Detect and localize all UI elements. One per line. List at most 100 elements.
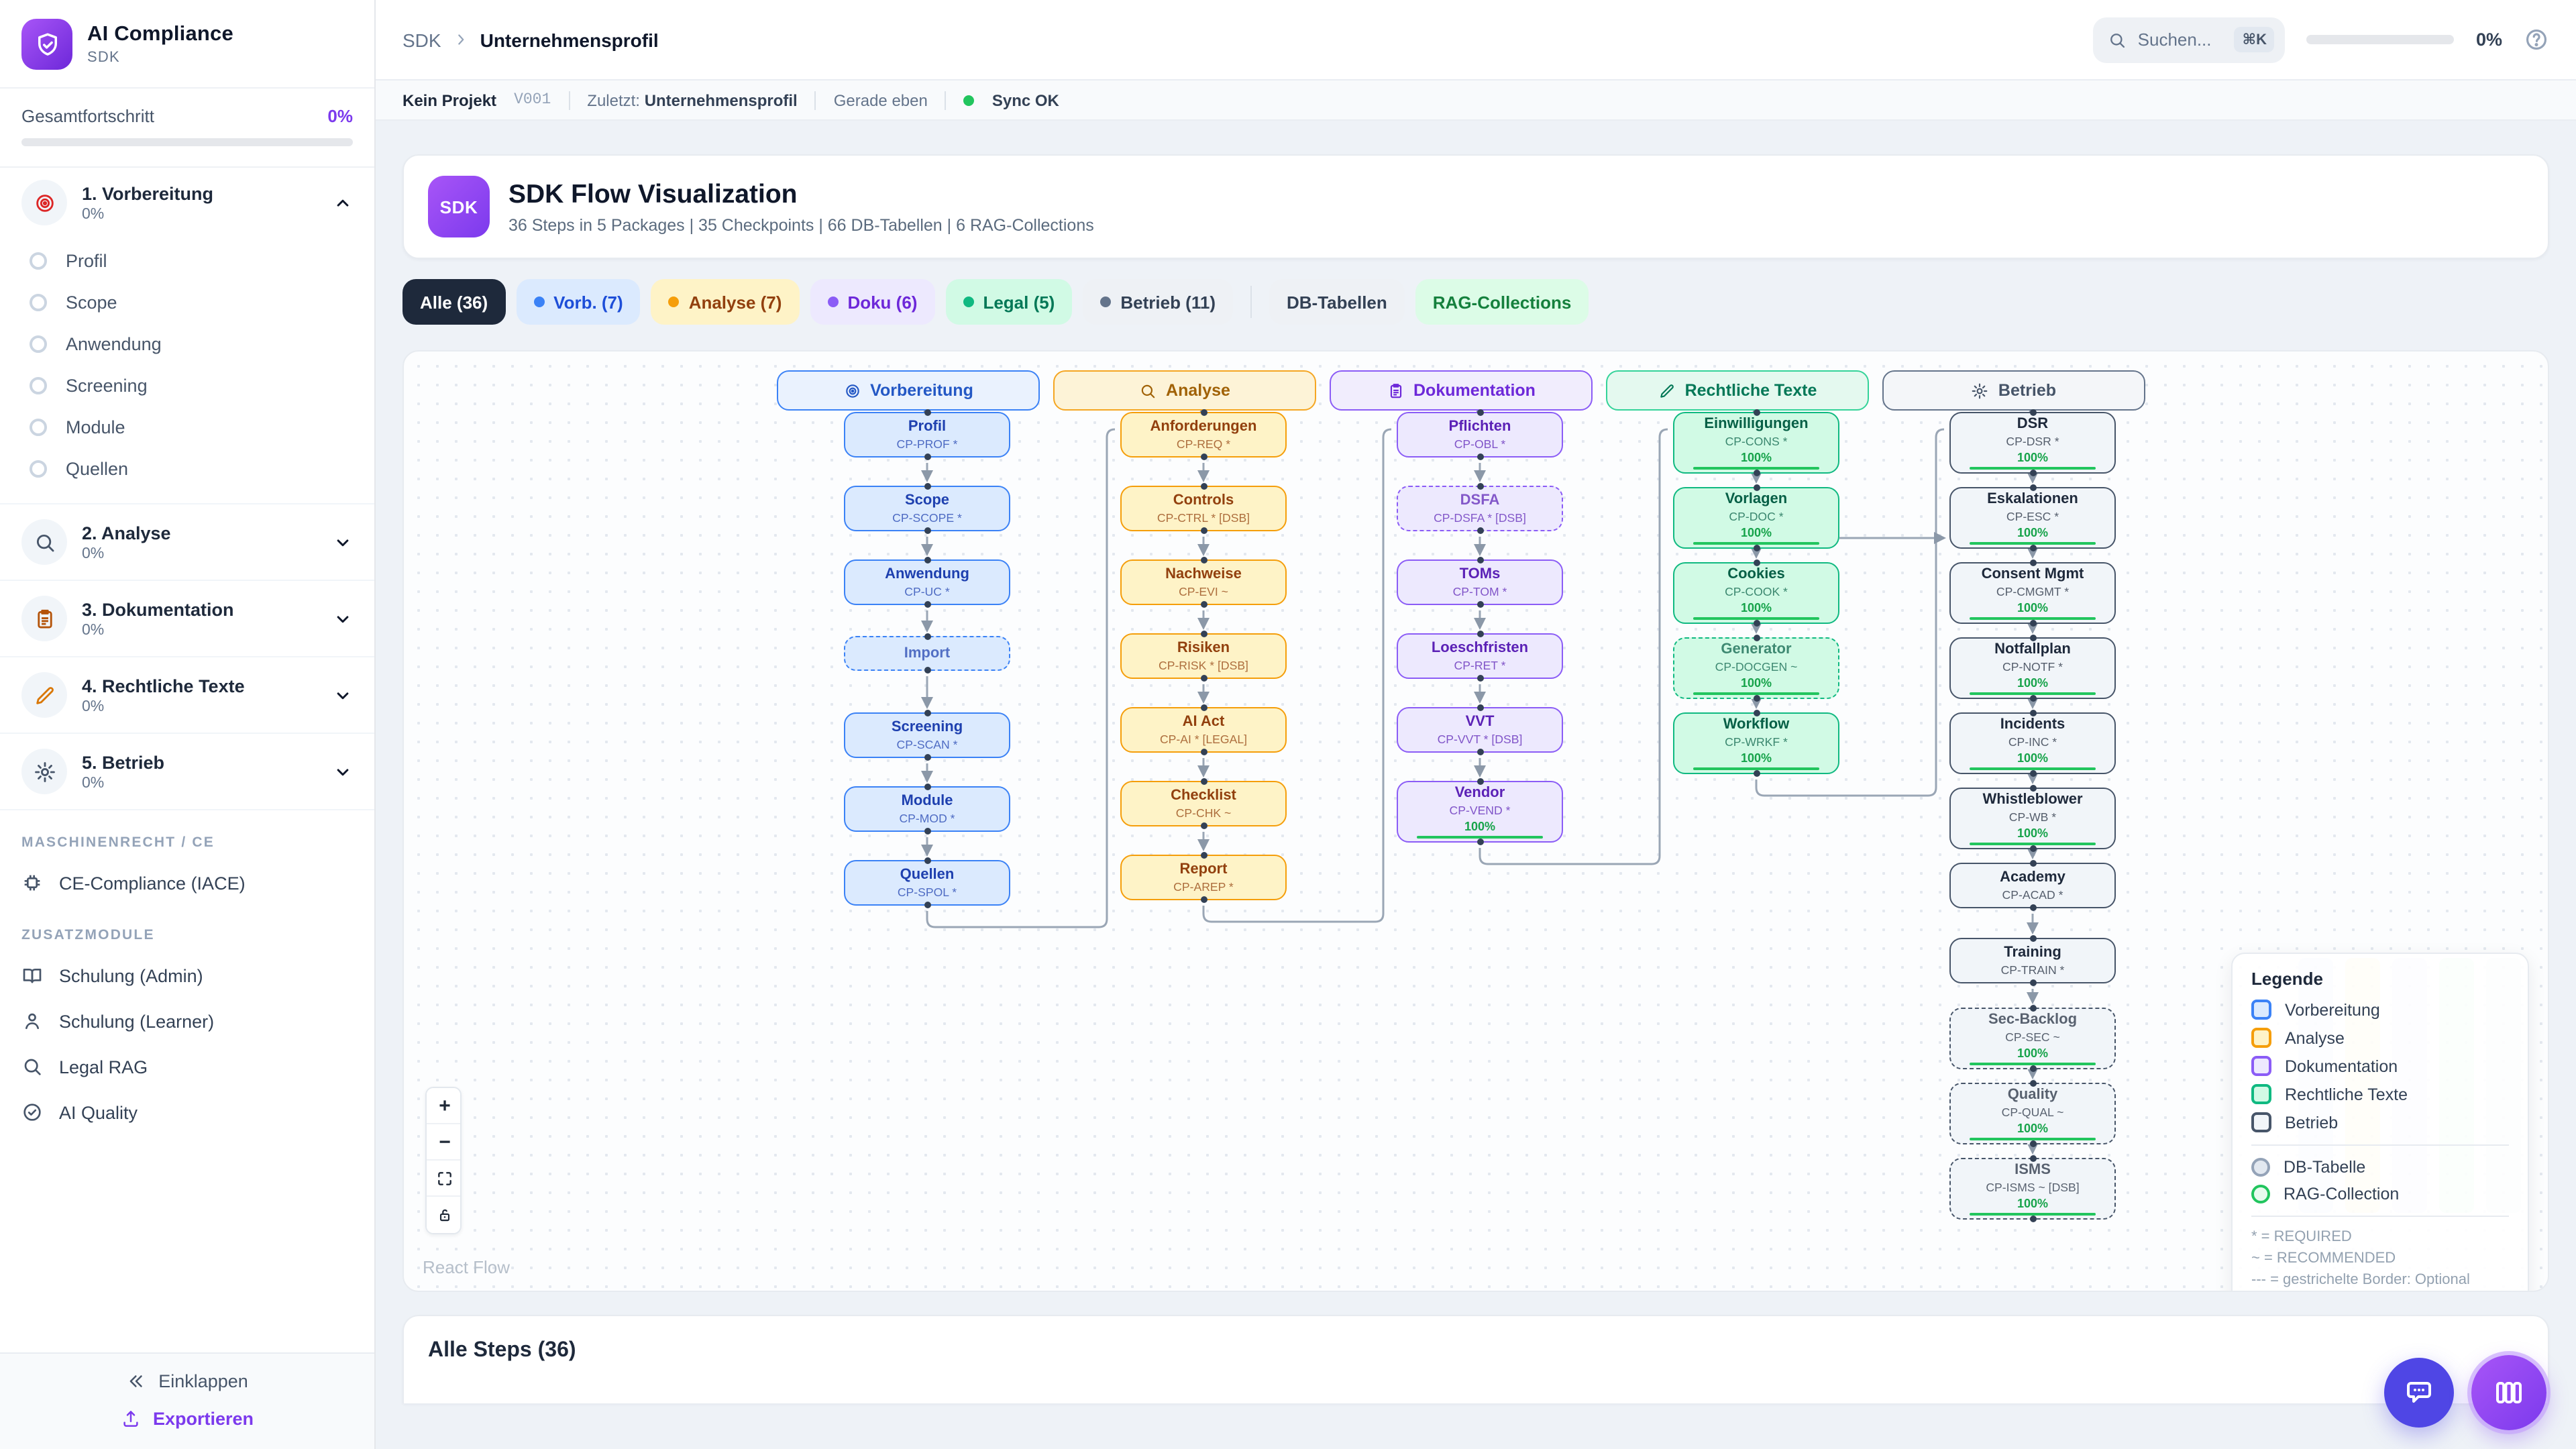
filter-chip-analyse-7[interactable]: Analyse (7): [651, 279, 800, 325]
status-circle-icon: [30, 460, 47, 478]
sidebar-item-anwendung[interactable]: Anwendung: [0, 323, 374, 365]
gear-icon: [1972, 382, 1989, 399]
fit-view-button[interactable]: [427, 1161, 460, 1197]
reactflow-attribution[interactable]: React Flow: [423, 1257, 511, 1277]
filter-chip-rag-collections[interactable]: RAG-Collections: [1415, 279, 1589, 325]
lock-button[interactable]: [427, 1197, 460, 1233]
zoom-in-button[interactable]: +: [427, 1088, 460, 1124]
header-progress-value: 0%: [2475, 30, 2502, 50]
status-circle-icon: [30, 252, 47, 270]
filter-chip-doku-6[interactable]: Doku (6): [810, 279, 935, 325]
magnifier-icon: [21, 519, 67, 565]
shield-check-icon: [21, 19, 72, 70]
legend-item-vorbereitung: Vorbereitung: [2251, 1000, 2509, 1020]
sidebar-item-legal-rag[interactable]: Legal RAG: [0, 1044, 374, 1089]
sidebar-item-ai-quality[interactable]: AI Quality: [0, 1089, 374, 1135]
filter-chip-alle-36[interactable]: Alle (36): [402, 279, 506, 325]
sidebar-item-profil[interactable]: Profil: [0, 240, 374, 282]
sidebar-item-scope[interactable]: Scope: [0, 282, 374, 323]
export-button[interactable]: Exportieren: [121, 1409, 254, 1429]
sidebar-item-schulung-learner[interactable]: Schulung (Learner): [0, 998, 374, 1044]
overall-progress: Gesamtfortschritt 0%: [0, 89, 374, 168]
overall-progress-bar: [21, 138, 353, 146]
chevron-down-icon: [333, 608, 353, 629]
last-label: Zuletzt:: [587, 91, 640, 109]
chat-fab-button[interactable]: [2384, 1358, 2454, 1428]
legend-note: ~ = RECOMMENDED: [2251, 1250, 2396, 1267]
columns-fab-button[interactable]: [2471, 1355, 2546, 1430]
flow-header-card: SDK SDK Flow Visualization 36 Steps in 5…: [402, 154, 2549, 259]
last-sync-time: Gerade eben: [833, 91, 928, 109]
legend-item-rag-collection: RAG-Collection: [2251, 1185, 2509, 1203]
filter-chip-legal-5[interactable]: Legal (5): [945, 279, 1073, 325]
group-heading-maschinenrecht-ce: MASCHINENRECHT / CE: [21, 835, 215, 851]
search-icon: [2108, 30, 2127, 49]
filter-chip-betrieb-11[interactable]: Betrieb (11): [1083, 279, 1233, 325]
collapse-sidebar-button[interactable]: Einklappen: [126, 1371, 248, 1391]
status-circle-icon: [30, 335, 47, 353]
floating-actions: [2384, 1355, 2546, 1430]
reactflow-controls: + −: [425, 1087, 462, 1234]
filter-chip-vorb-7[interactable]: Vorb. (7): [516, 279, 641, 325]
sidebar-item-screening[interactable]: Screening: [0, 365, 374, 407]
help-icon[interactable]: [2524, 27, 2549, 52]
overall-progress-value: 0%: [327, 106, 353, 126]
sidebar-item-schulung-admin[interactable]: Schulung (Admin): [0, 953, 374, 998]
filter-chip-db-tabellen[interactable]: DB-Tabellen: [1269, 279, 1405, 325]
sdk-badge: SDK: [428, 176, 490, 237]
legend-title: Legende: [2251, 969, 2323, 989]
sidebar-item-ce-compliance-iace[interactable]: CE-Compliance (IACE): [0, 860, 374, 906]
magnifier-icon: [1139, 382, 1157, 399]
flow-node-import[interactable]: Import: [844, 633, 1010, 674]
sidebar-item-quellen[interactable]: Quellen: [0, 448, 374, 490]
zoom-out-button[interactable]: −: [427, 1124, 460, 1161]
book-icon: [21, 965, 43, 986]
sidebar-item-module[interactable]: Module: [0, 407, 374, 448]
search-input[interactable]: Suchen... ⌘K: [2093, 17, 2286, 62]
flow-column-header-betrieb: Betrieb: [1882, 370, 2145, 411]
breadcrumb-root[interactable]: SDK: [402, 29, 441, 50]
